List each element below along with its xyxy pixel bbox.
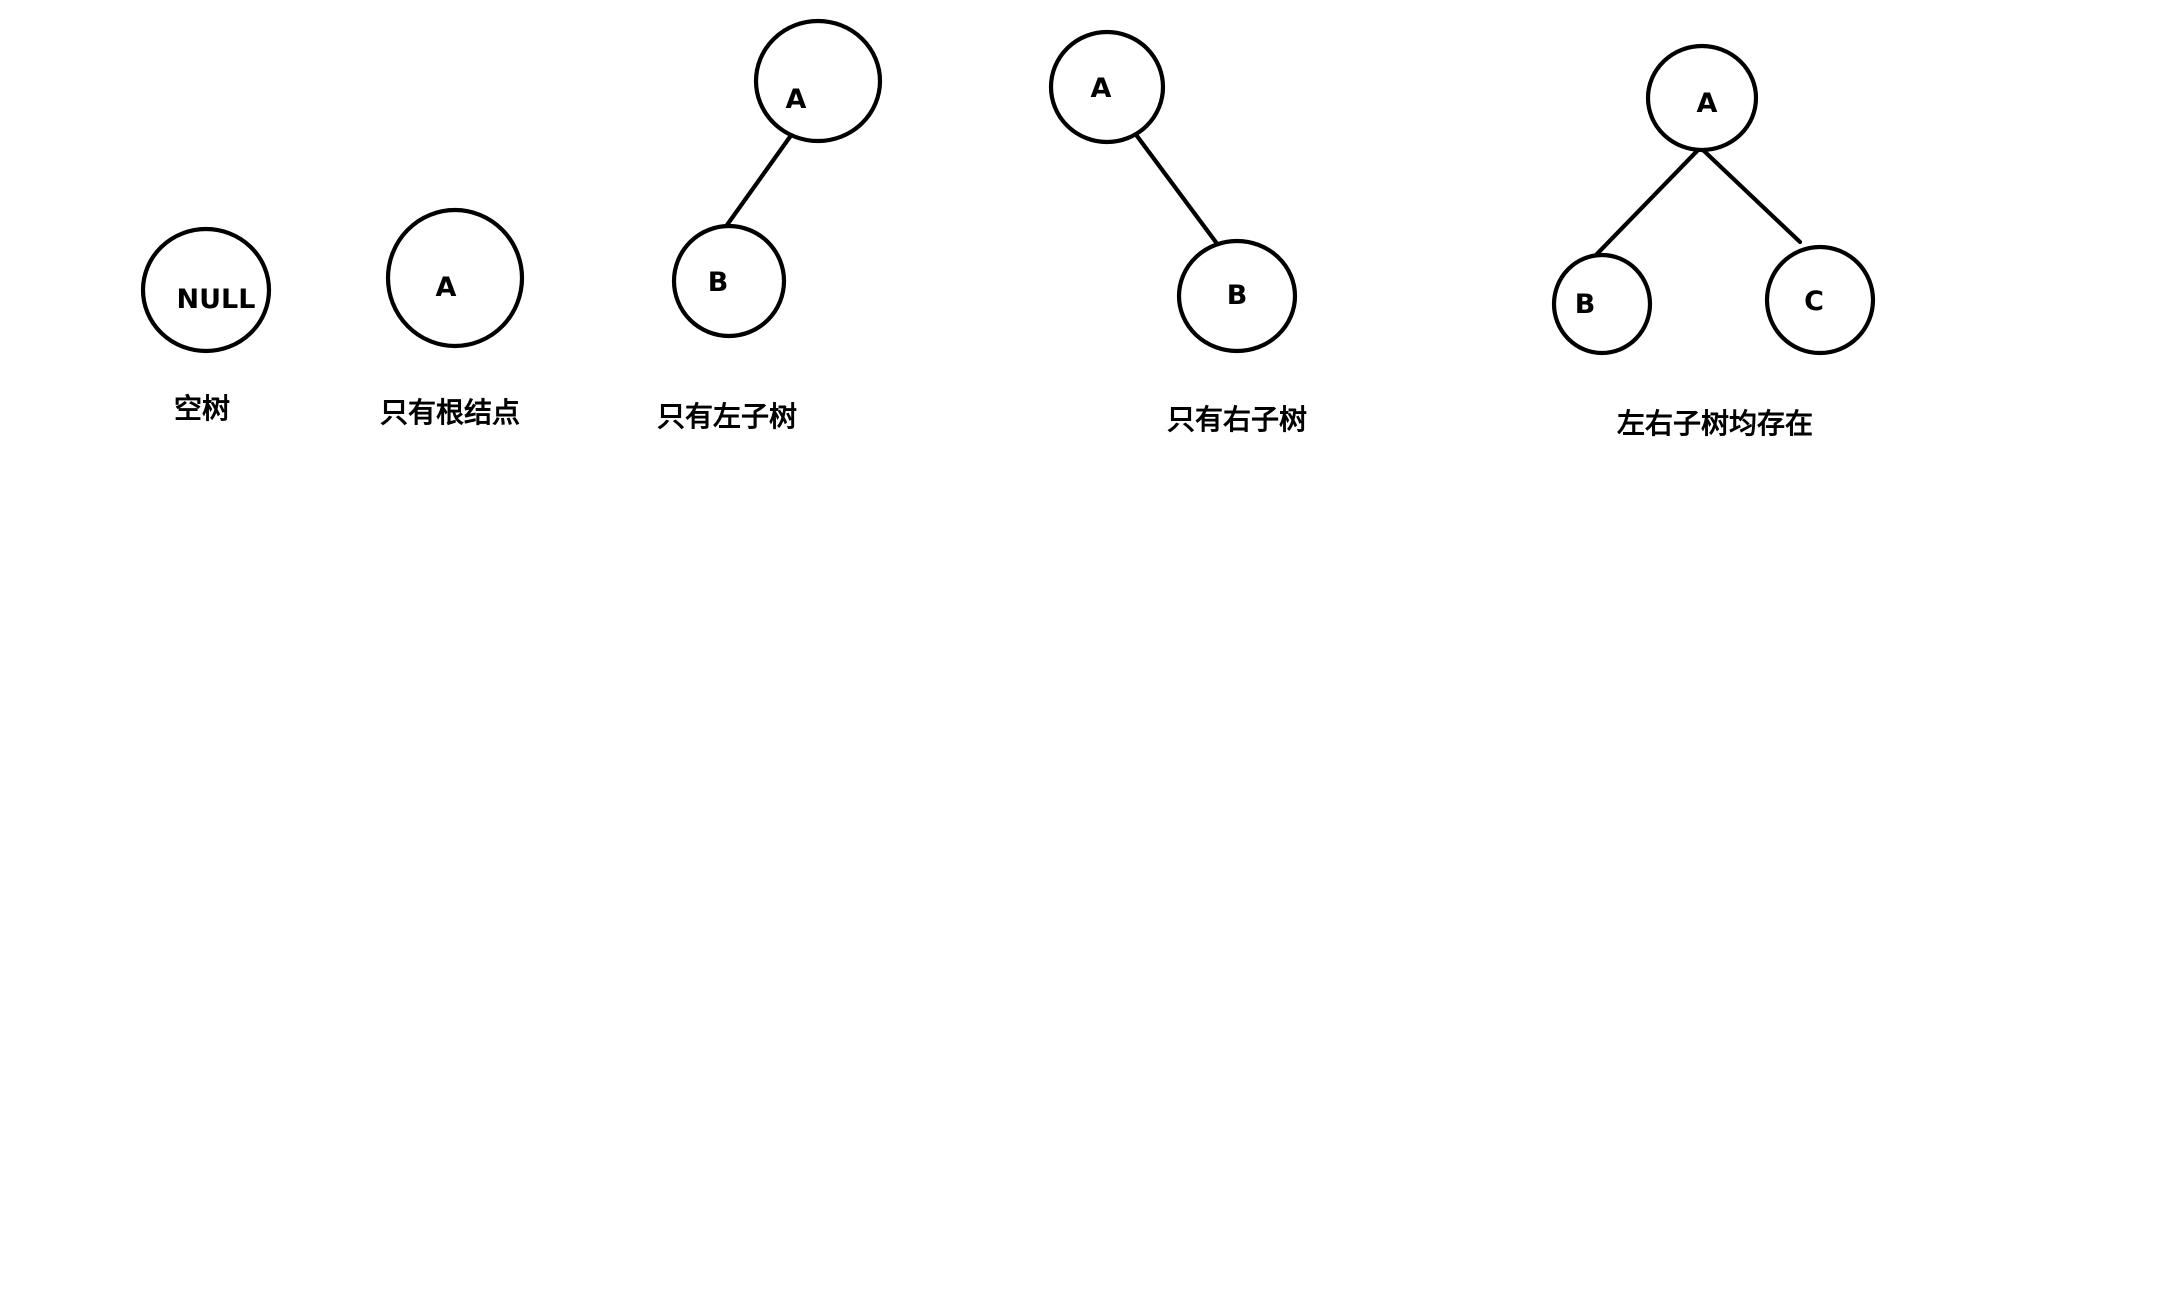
- node-b: [671, 223, 787, 339]
- node-a-label: A: [1697, 88, 1718, 119]
- node-b: [1551, 252, 1653, 356]
- edge-a-b: [719, 131, 795, 235]
- caption-right-only: 只有右子树: [1167, 403, 1307, 436]
- node-a: [1645, 43, 1759, 153]
- caption-empty-tree: 空树: [174, 392, 230, 425]
- caption-root-only: 只有根结点: [380, 396, 520, 429]
- node-a: [385, 207, 525, 349]
- tree-both-children: A B C 左右子树均存在: [1551, 43, 1876, 440]
- edge-a-c: [1700, 147, 1803, 245]
- caption-left-only: 只有左子树: [657, 400, 797, 433]
- caption-both-children: 左右子树均存在: [1617, 407, 1813, 440]
- edge-a-b: [1593, 147, 1701, 258]
- node-b-label: B: [1575, 289, 1596, 320]
- node-a-label: A: [1091, 73, 1112, 104]
- node-a-label: A: [436, 272, 457, 303]
- node-c-label: C: [1804, 286, 1824, 317]
- tree-empty: NULL 空树: [140, 226, 272, 425]
- tree-root-only: A 只有根结点: [380, 207, 525, 429]
- node-a-label: A: [786, 84, 807, 115]
- tree-right-only: A B 只有右子树: [1048, 29, 1307, 436]
- node-c: [1764, 244, 1876, 356]
- node-b: [1176, 238, 1298, 354]
- tree-left-only: A B 只有左子树: [657, 18, 883, 433]
- node-a: [753, 18, 883, 144]
- null-node-label: NULL: [177, 284, 256, 315]
- node-a: [1048, 29, 1166, 145]
- node-b-label: B: [1227, 280, 1248, 311]
- edge-a-b: [1134, 133, 1221, 248]
- node-b-label: B: [708, 267, 729, 298]
- null-node: [140, 226, 272, 354]
